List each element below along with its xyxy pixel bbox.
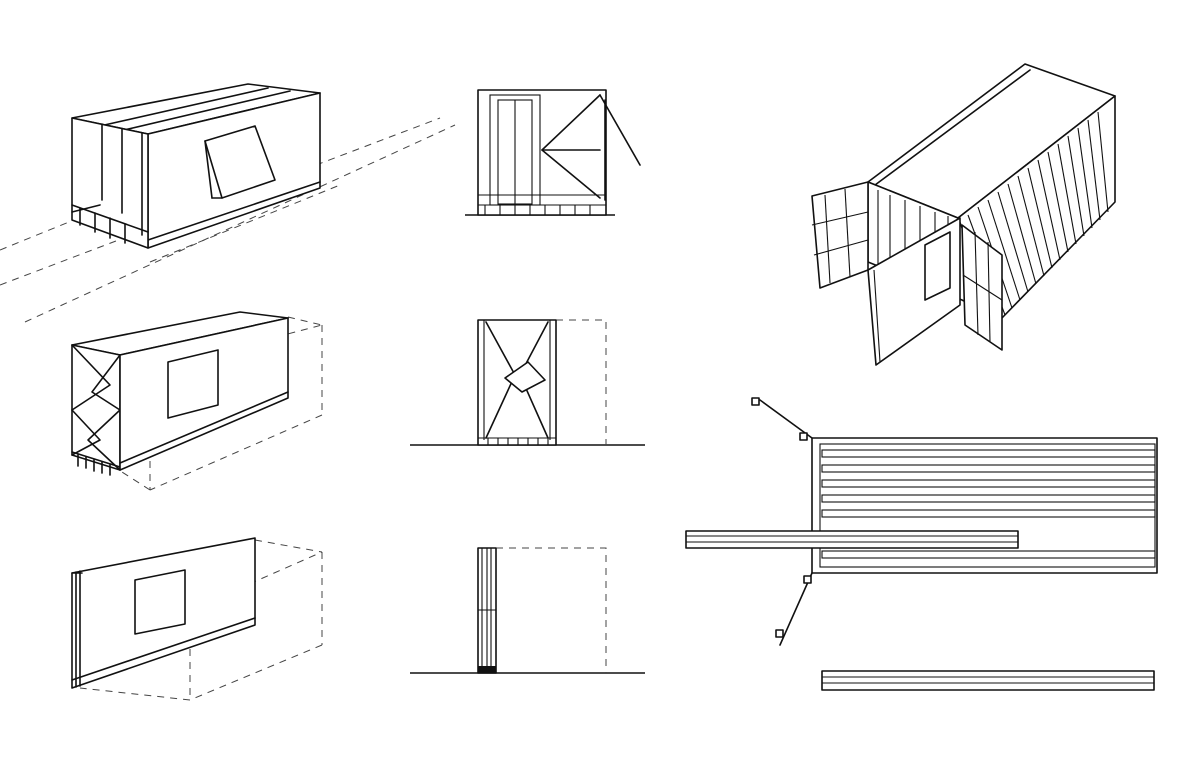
container-elevation-open xyxy=(465,89,641,216)
container-perspective-open xyxy=(0,83,456,323)
folded-panels xyxy=(821,449,1156,559)
container-elevation-folding xyxy=(410,319,645,446)
container-perspective-folding xyxy=(71,311,323,491)
shipping-container-plan xyxy=(685,397,1158,646)
container-elevation-folded xyxy=(410,547,645,674)
shipping-container-perspective xyxy=(811,63,1116,366)
folded-wall-plan xyxy=(821,670,1155,691)
container-perspective-folded xyxy=(71,537,323,701)
